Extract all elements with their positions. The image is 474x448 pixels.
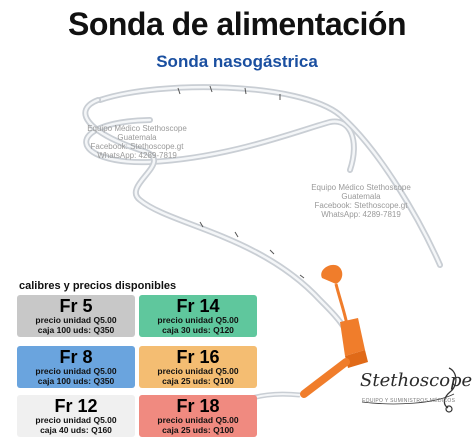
brand-name: Stethoscope (360, 370, 473, 391)
price-card-fr14: Fr 14 precio unidad Q5.00 caja 30 uds: Q… (139, 295, 257, 337)
page-title: Sonda de alimentación (67, 6, 407, 42)
unit-price: precio unidad Q5.00 (35, 415, 117, 425)
size-label: Fr 12 (54, 396, 98, 416)
size-label: Fr 14 (176, 296, 220, 316)
stethoscope-icon (361, 367, 457, 413)
box-price: caja 100 uds: Q350 (37, 325, 115, 335)
unit-price: precio unidad Q5.00 (157, 415, 239, 425)
page-subtitle: Sonda nasogástrica (156, 52, 318, 71)
unit-price: precio unidad Q5.00 (35, 315, 117, 325)
watermark-2: Equipo Médico Stethoscope Guatemala Face… (311, 183, 411, 219)
price-card-fr12: Fr 12 precio unidad Q5.00 caja 40 uds: Q… (17, 395, 135, 437)
box-price: caja 30 uds: Q120 (162, 325, 234, 335)
size-label: Fr 5 (59, 296, 93, 316)
tube-markings (177, 85, 305, 279)
tube-coil (97, 84, 443, 268)
size-label: Fr 8 (59, 347, 93, 367)
price-card-fr16: Fr 16 precio unidad Q5.00 caja 25 uds: Q… (139, 346, 257, 388)
brand-tagline: EQUIPO Y SUMINISTROS MÉDICOS (362, 398, 456, 404)
box-price: caja 100 uds: Q350 (37, 376, 115, 386)
unit-price: precio unidad Q5.00 (157, 315, 239, 325)
size-label: Fr 16 (176, 347, 220, 367)
size-label: Fr 18 (176, 396, 220, 416)
unit-price: precio unidad Q5.00 (35, 366, 117, 376)
connector-cap (321, 264, 343, 284)
watermark-1: Equipo Médico Stethoscope Guatemala Face… (87, 124, 187, 160)
box-price: caja 40 uds: Q160 (40, 425, 112, 435)
connector-body (340, 318, 365, 356)
box-price: caja 25 uds: Q100 (162, 425, 234, 435)
box-price: caja 25 uds: Q100 (162, 376, 234, 386)
brand-logo: Stethoscope EQUIPO Y SUMINISTROS MÉDICOS (354, 362, 472, 414)
price-card-fr5: Fr 5 precio unidad Q5.00 caja 100 uds: Q… (17, 295, 135, 337)
price-card-fr18: Fr 18 precio unidad Q5.00 caja 25 uds: Q… (139, 395, 257, 437)
prices-heading: calibres y precios disponibles (19, 280, 177, 292)
price-card-fr8: Fr 8 precio unidad Q5.00 caja 100 uds: Q… (17, 346, 135, 388)
unit-price: precio unidad Q5.00 (157, 366, 239, 376)
